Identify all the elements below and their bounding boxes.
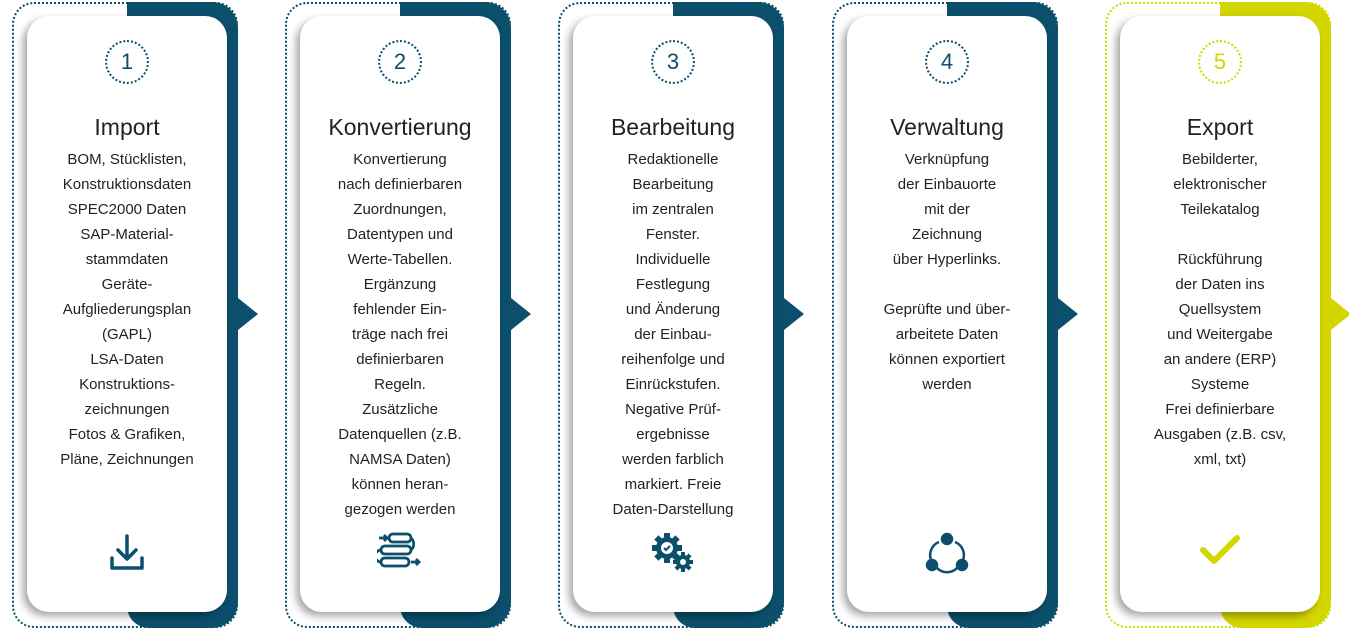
network-icon [847,532,1047,574]
step-card: 5 Export Bebilderter, elektronischer Tei… [1120,16,1320,612]
step-description: Konvertierung nach definierbaren Zuordnu… [337,151,463,518]
step-number: 5 [1198,40,1242,84]
step-card: 4 Verwaltung Verknüpfung der Einbauorte … [847,16,1047,612]
step-description: BOM, Stücklisten, Konstruktionsdaten SPE… [60,151,194,468]
arrow-right-icon [1058,298,1078,330]
step-card: 3 Bearbeitung Redaktionelle Bearbeitung … [573,16,773,612]
checkmark-icon [1120,532,1320,574]
process-step-3: 3 Bearbeitung Redaktionelle Bearbeitung … [558,2,804,628]
step-description: Redaktionelle Bearbeitung im zentralen F… [612,151,734,518]
step-number: 4 [925,40,969,84]
step-number: 1 [105,40,149,84]
step-title: Export [1186,114,1254,140]
step-title: Import [94,114,160,140]
arrow-right-icon [784,298,804,330]
step-card: 2 Konvertierung Konvertierung nach defin… [300,16,500,612]
step-card: 1 Import BOM, Stücklisten, Konstruktions… [27,16,227,612]
step-description: Bebilderter, elektronischer Teilekatalog… [1153,151,1287,468]
step-number: 3 [651,40,695,84]
step-title: Verwaltung [890,114,1004,140]
gears-check-icon [573,532,773,574]
arrow-right-icon [1331,298,1349,330]
step-title: Konvertierung [328,114,472,140]
step-description: Verknüpfung der Einbauorte mit der Zeich… [883,151,1011,393]
process-step-5: 5 Export Bebilderter, elektronischer Tei… [1105,2,1349,628]
process-flow-icon [300,532,500,574]
step-title: Bearbeitung [610,114,736,140]
process-step-2: 2 Konvertierung Konvertierung nach defin… [285,2,531,628]
download-icon [27,532,227,574]
step-number: 2 [378,40,422,84]
arrow-right-icon [511,298,531,330]
arrow-right-icon [238,298,258,330]
process-step-4: 4 Verwaltung Verknüpfung der Einbauorte … [832,2,1078,628]
process-step-1: 1 Import BOM, Stücklisten, Konstruktions… [12,2,258,628]
